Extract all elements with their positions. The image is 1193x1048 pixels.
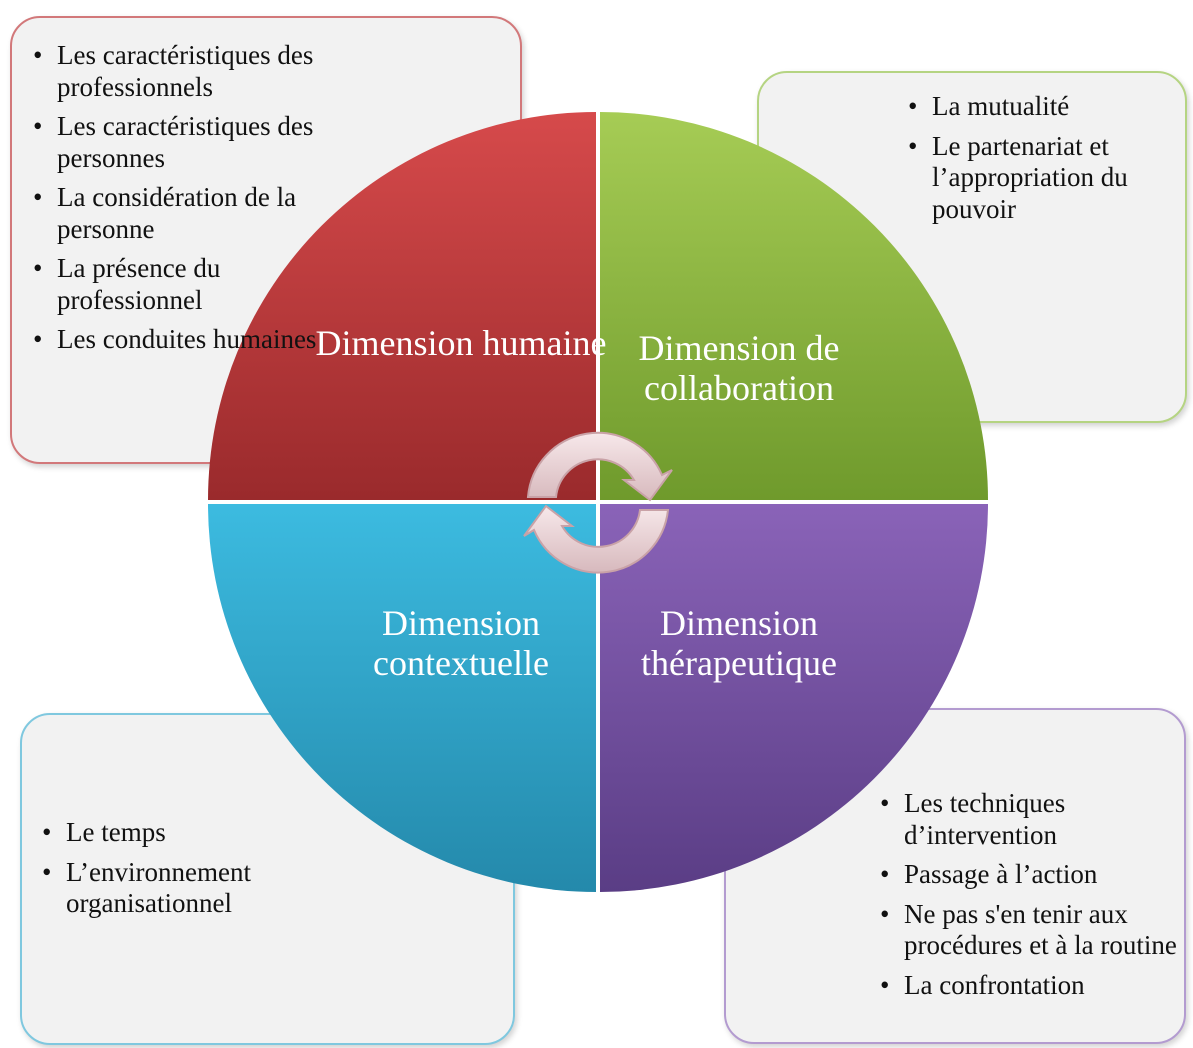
list-item: La présence du professionnel (33, 253, 353, 316)
list-item: La considération de la personne (33, 182, 353, 245)
quadrant-humaine (208, 112, 596, 500)
list-item: La mutualité (908, 91, 1168, 123)
list-item: Ne pas s'en tenir aux procédures et à la… (880, 899, 1180, 962)
contextuelle-list: Le temps L’environnement organisationnel (42, 817, 342, 928)
list-item: La confrontation (880, 970, 1180, 1002)
quadrant-label-contextuelle: Dimension contextuelle (373, 603, 549, 683)
list-item: Le partenariat et l’appropriation du pou… (908, 131, 1168, 226)
list-item: Passage à l’action (880, 859, 1180, 891)
humaine-list: Les caractéristiques des professionnels … (33, 40, 353, 364)
therapeutique-list: Les techniques d’intervention Passage à … (880, 788, 1180, 1009)
list-item: Les caractéristiques des personnes (33, 111, 353, 174)
list-item: L’environnement organisationnel (42, 857, 342, 920)
cycle-arrows-icon (523, 431, 673, 574)
quadrant-contextuelle (208, 504, 596, 892)
list-item: Les conduites humaines (33, 324, 353, 356)
list-item: Les techniques d’intervention (880, 788, 1180, 851)
quadrant-label-therapeutique: Dimension thérapeutique (641, 603, 837, 683)
collaboration-list: La mutualité Le partenariat et l’appropr… (908, 91, 1168, 233)
list-item: Les caractéristiques des professionnels (33, 40, 353, 103)
quadrant-collaboration (600, 112, 988, 500)
quadrant-therapeutique (600, 504, 988, 892)
quadrant-label-humaine: Dimension humaine (315, 323, 607, 363)
quadrant-label-collaboration: Dimension de collaboration (638, 328, 840, 408)
list-item: Le temps (42, 817, 342, 849)
